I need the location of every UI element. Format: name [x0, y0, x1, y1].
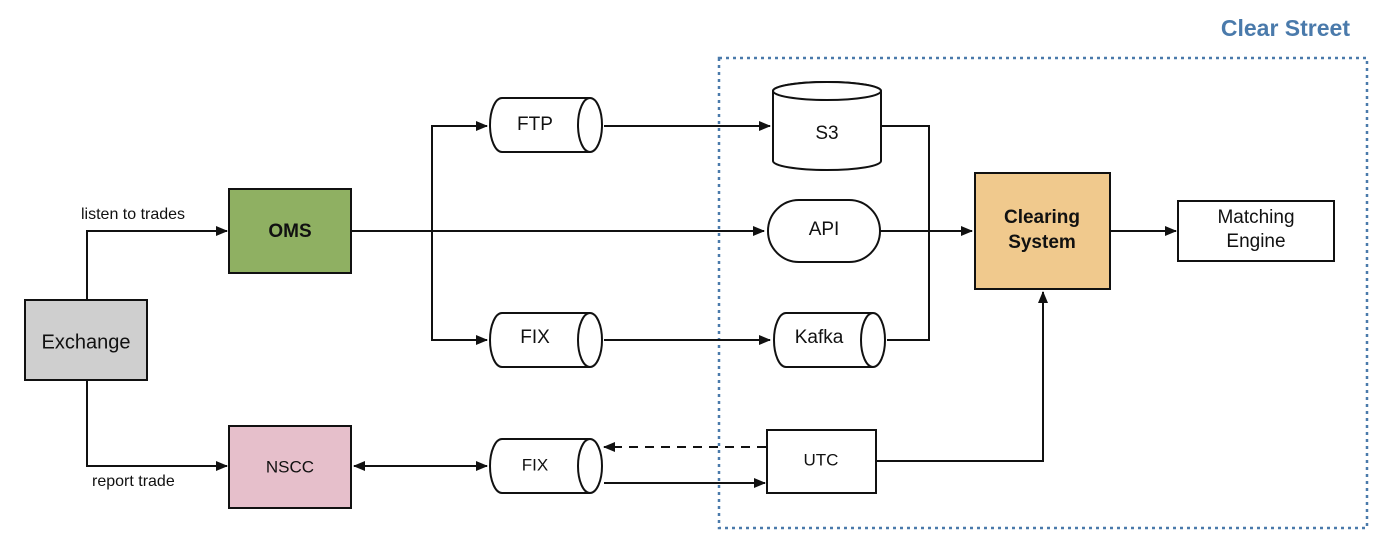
clearing-system-box [974, 172, 1111, 290]
exchange-box [24, 299, 148, 381]
kafka-cylinder-end [860, 312, 874, 368]
api-box [767, 199, 881, 263]
edge-exchange-oms [86, 226, 228, 300]
fix-bottom-cylinder-end [577, 438, 591, 494]
ftp-cylinder-end [577, 97, 591, 153]
nscc-label: NSCC [266, 457, 314, 476]
edge-oms-fix-top [431, 231, 488, 345]
api-label: API [809, 219, 840, 240]
node-api: API [767, 199, 881, 263]
edge-label-listen-to-trades: listen to trades [81, 206, 185, 223]
ftp-label: FTP [517, 114, 553, 135]
node-ftp: FTP [489, 97, 603, 153]
oms-label: OMS [268, 221, 311, 242]
edge-exchange-nscc [86, 380, 228, 471]
node-fix-bottom: FIX [489, 438, 603, 494]
node-kafka: Kafka [773, 312, 886, 368]
s3-cylinder-top [772, 81, 882, 101]
utc-label: UTC [804, 450, 839, 469]
edge-oms-ftp [431, 121, 488, 231]
clearing-system-label-line2: System [1008, 232, 1076, 253]
oms-box [228, 188, 352, 274]
clear-street-boundary [717, 56, 1369, 530]
matching-engine-label-line1: Matching [1217, 207, 1294, 228]
edge-kafka-clearing [887, 231, 930, 341]
node-exchange: Exchange [24, 299, 148, 381]
utc-box [766, 429, 877, 494]
matching-engine-box [1177, 200, 1335, 262]
node-clearing-system: Clearing System [974, 172, 1111, 290]
fix-top-label: FIX [520, 327, 550, 348]
clear-street-label: Clear Street [1221, 15, 1350, 41]
node-matching-engine: Matching Engine [1177, 200, 1335, 262]
s3-label: S3 [815, 123, 838, 144]
fix-top-cylinder-end [577, 312, 591, 368]
edge-label-report-trade: report trade [92, 473, 175, 490]
clearing-system-label-line1: Clearing [1004, 207, 1080, 228]
node-s3: S3 [772, 81, 882, 171]
matching-engine-label-line2: Engine [1226, 231, 1285, 252]
edge-s3-clearing [881, 125, 930, 231]
kafka-label: Kafka [795, 327, 844, 348]
node-nscc: NSCC [228, 425, 352, 509]
node-utc: UTC [766, 429, 877, 494]
node-oms: OMS [228, 188, 352, 274]
exchange-label: Exchange [42, 331, 131, 353]
node-fix-top: FIX [489, 312, 603, 368]
fix-bottom-label: FIX [522, 455, 548, 474]
edge-utc-clearing [876, 291, 1048, 462]
nscc-box [228, 425, 352, 509]
